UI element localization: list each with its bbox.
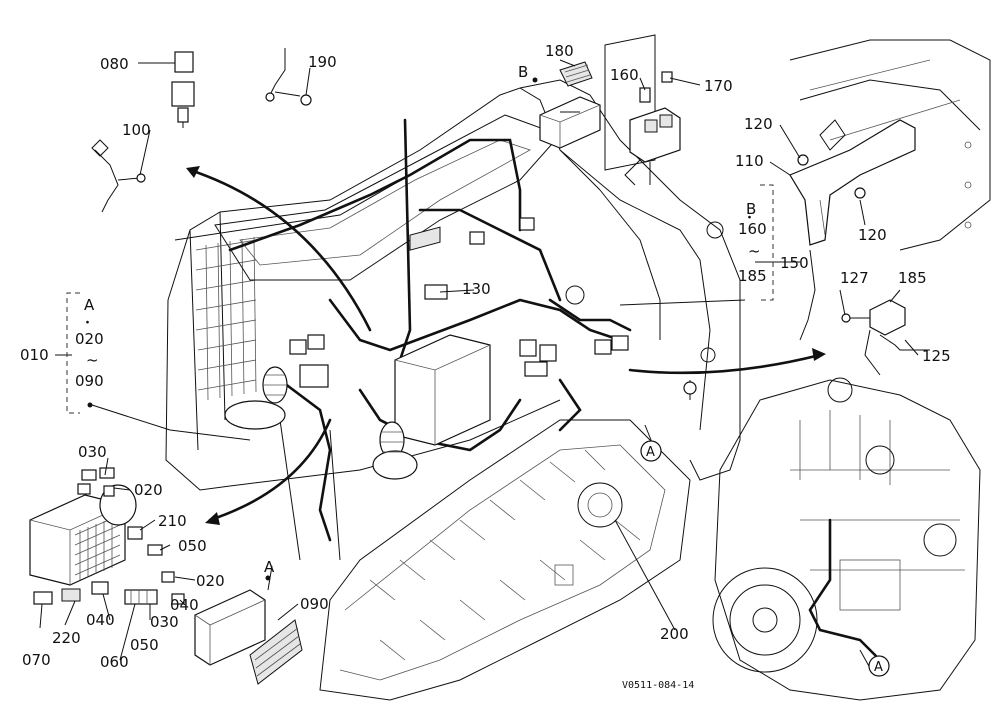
callout-160-bracket: 160: [738, 220, 767, 238]
callout-180: 180: [545, 42, 574, 60]
ground-wire-190: [265, 48, 312, 106]
callout-160-top: 160: [610, 66, 639, 84]
bracket-110: [789, 119, 916, 341]
crawler-track: [319, 419, 691, 701]
callout-060: 060: [100, 653, 129, 671]
callout-150: 150: [780, 254, 809, 272]
callout-170: 170: [704, 77, 733, 95]
callout-185: 185: [898, 269, 927, 287]
callout-200: 200: [660, 625, 689, 643]
callout-070: 070: [22, 651, 51, 669]
callout-110: 110: [735, 152, 764, 170]
callout-090-bracket: 090: [75, 372, 104, 390]
letter-a-tray: A: [264, 558, 275, 576]
ground-wire-100: [91, 139, 146, 213]
callout-040-b: 040: [86, 611, 115, 629]
relay-cluster-left: [289, 334, 329, 388]
callout-050-a: 050: [178, 537, 207, 555]
callout-100: 100: [122, 121, 151, 139]
sensor-185: [841, 299, 930, 376]
fuse-box: [29, 484, 137, 586]
fuse-parts: [33, 467, 185, 605]
dot-a-bracket: ・: [81, 316, 94, 331]
callout-127: 127: [840, 269, 869, 287]
letter-a-circle-2: A: [874, 660, 883, 675]
callout-020-b: 020: [134, 481, 163, 499]
dashed-brackets: [66, 184, 774, 414]
right-joystick: [372, 421, 418, 480]
callout-020-bracket: 020: [75, 330, 104, 348]
letter-a-bracket: A: [84, 296, 95, 314]
callout-030-b: 030: [150, 613, 179, 631]
engine: [712, 377, 981, 701]
callout-125: 125: [922, 347, 951, 365]
callout-040-a: 040: [170, 596, 199, 614]
machine-frame: [165, 79, 741, 561]
letter-b-top: B: [518, 63, 528, 81]
left-joystick: [224, 366, 288, 430]
callout-210: 210: [158, 512, 187, 530]
relay-cluster-center: [519, 339, 557, 377]
letter-b-bracket: B: [746, 200, 756, 218]
circle-marker-a1: [640, 440, 662, 462]
callout-190: 190: [308, 53, 337, 71]
circle-marker-a2: [868, 655, 890, 677]
cab-mesh: [195, 236, 257, 401]
fuse-tray-a: [194, 589, 303, 685]
callout-090-tray: 090: [300, 595, 329, 613]
rear-frame: [789, 39, 991, 251]
callout-220: 220: [52, 629, 81, 647]
callout-020-c: 020: [196, 572, 225, 590]
callout-130: 130: [462, 280, 491, 298]
callout-labels: 080 100 190 180 160 170 120 110 120 160 …: [20, 42, 951, 691]
callout-080: 080: [100, 55, 129, 73]
fuse-block-180: [559, 61, 593, 87]
pointer-arrows: [186, 166, 826, 525]
letter-a-circle-1: A: [646, 445, 655, 460]
bullet-dots: [87, 77, 538, 581]
callout-120-a: 120: [744, 115, 773, 133]
callout-120-b: 120: [858, 226, 887, 244]
callout-030-a: 030: [78, 443, 107, 461]
tilde-a-bracket: ~: [86, 351, 99, 369]
callout-010: 010: [20, 346, 49, 364]
relay-080: [171, 51, 195, 128]
leader-lines: [39, 59, 919, 669]
relay-group-160: [604, 34, 681, 186]
tilde-b-bracket: ~: [748, 242, 761, 260]
callout-185-bracket: 185: [738, 267, 767, 285]
callout-050-b: 050: [130, 636, 159, 654]
engine-harness: [808, 518, 882, 662]
drawing-code: V0511-084-14: [622, 680, 694, 691]
dot-b-bracket: ・: [743, 211, 756, 226]
relay-box-b: [539, 96, 601, 149]
relay-cluster-right: [594, 335, 629, 355]
main-wire-harness: [228, 118, 632, 542]
